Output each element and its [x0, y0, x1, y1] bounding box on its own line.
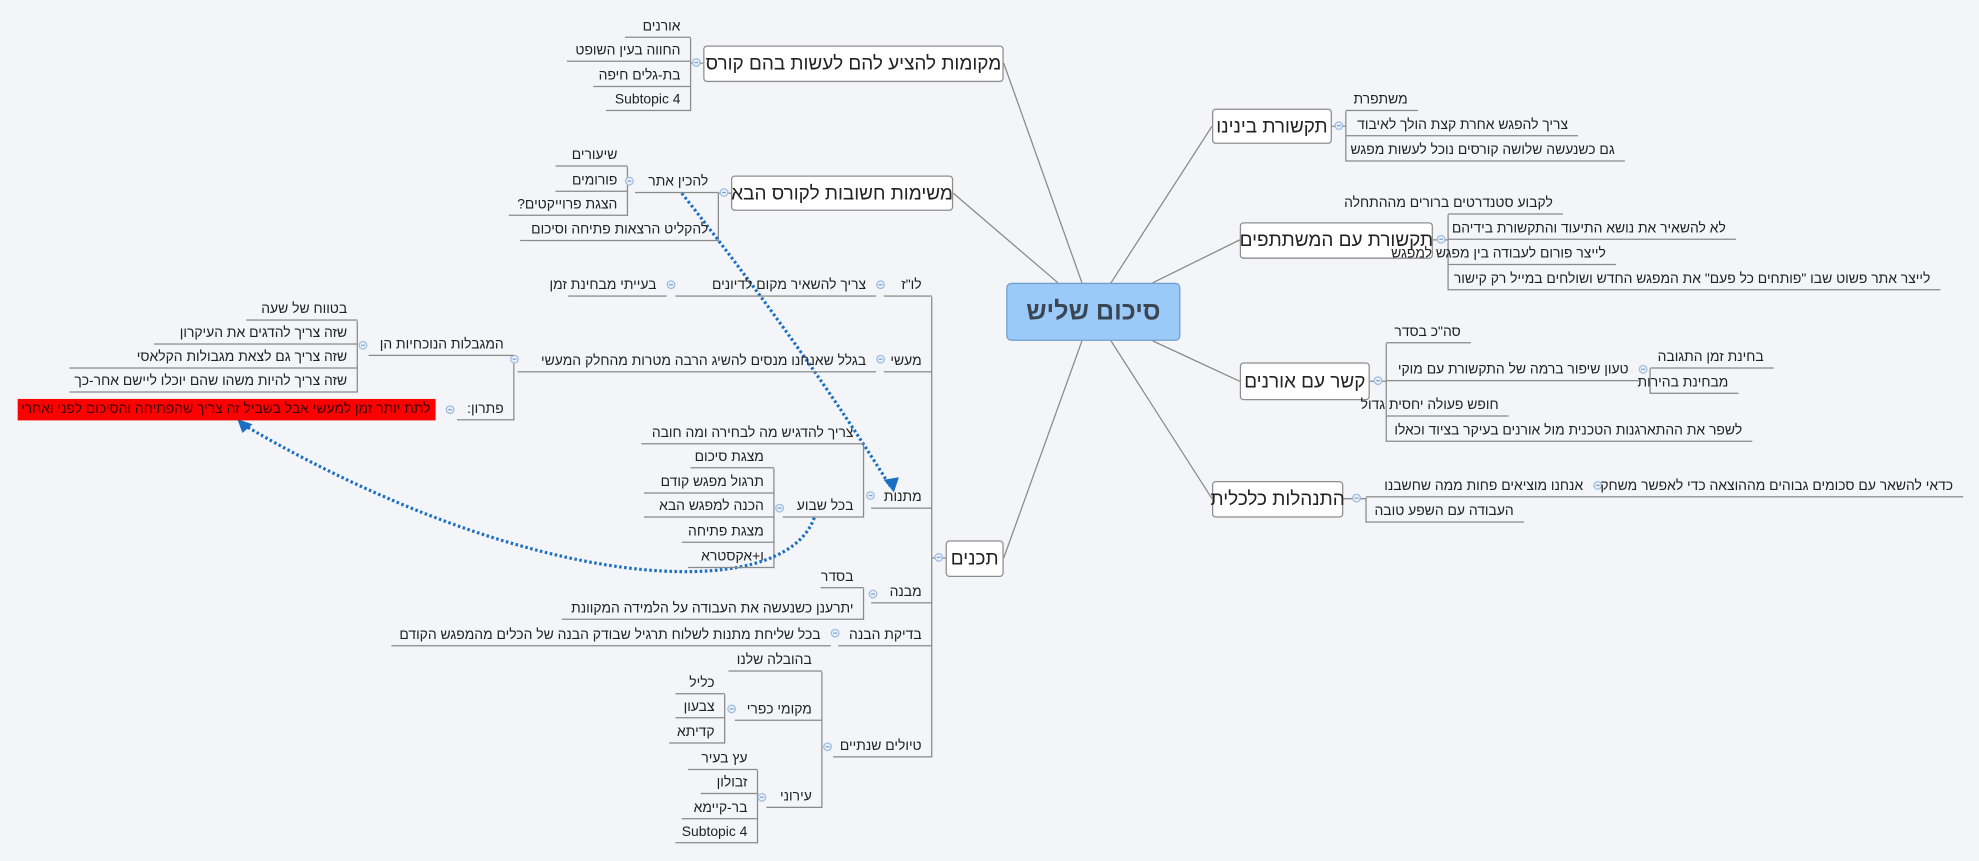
collapse-toggle[interactable] — [358, 340, 368, 350]
branch-financial-management[interactable]: התנהלות כלכלית — [1211, 481, 1345, 518]
collapse-toggle[interactable] — [510, 354, 519, 364]
subtopic[interactable]: בכל שבוע — [782, 496, 864, 518]
subtopic[interactable]: כליל — [675, 673, 725, 695]
subtopic[interactable]: מצגת סיכום — [690, 447, 774, 469]
subtopic[interactable]: בכל שליחת מתנות לשלוח תרגיל שבודק הבנה ש… — [391, 625, 831, 647]
collapse-toggle[interactable] — [1593, 481, 1603, 490]
subtopic[interactable]: בסדר — [820, 567, 864, 589]
branch-participants-communication[interactable]: תקשורת עם המשתתפים — [1240, 222, 1433, 259]
collapse-toggle[interactable] — [1373, 376, 1383, 386]
subtopic[interactable]: אורנים — [624, 16, 691, 38]
subtopic[interactable]: חופש פעולה יחסית גדול — [1361, 395, 1509, 417]
subtopic[interactable]: עירוני — [766, 787, 822, 808]
subtopic[interactable]: מקומי כפרי — [734, 699, 822, 721]
subtopic[interactable]: החווה בעין השופט — [566, 40, 691, 62]
subtopic[interactable]: אנחנו מוציאים פחות ממה שחשבנו — [1366, 476, 1594, 498]
branch-oranim-contact[interactable]: קשר עם אורנים — [1239, 362, 1370, 401]
subtopic[interactable]: Subtopic 4 — [606, 90, 691, 112]
subtopic[interactable]: גם כשנעשה שלושה קורסים נוכל לעשות מפגש — [1345, 140, 1625, 162]
subtopic-practical[interactable]: מעשי — [883, 351, 932, 373]
collapse-toggle[interactable] — [719, 188, 729, 197]
collapse-toggle[interactable] — [1352, 493, 1361, 503]
collapse-toggle[interactable] — [1638, 364, 1648, 374]
subtopic-annual-trips[interactable]: טיולים שנתיים — [833, 736, 932, 758]
relationship-arrow — [241, 422, 816, 574]
subtopic[interactable]: צריך להפגש אחרת קצת הולך לאיבוד — [1345, 115, 1579, 137]
subtopic[interactable]: קדיתא — [669, 722, 725, 744]
collapse-toggle[interactable] — [876, 354, 886, 364]
subtopic[interactable]: מבחינת בהירות — [1638, 372, 1739, 394]
collapse-toggle[interactable] — [823, 742, 832, 752]
subtopic[interactable]: טעון שיפור ברמה של התקשורת עם מוקי — [1386, 360, 1639, 382]
collapse-toggle[interactable] — [775, 503, 785, 513]
relationship-arrow — [680, 192, 892, 487]
central-topic[interactable]: סיכום שליש — [1006, 282, 1181, 341]
subtopic[interactable]: בר-קיימא — [681, 798, 758, 820]
collapse-toggle[interactable] — [727, 704, 737, 714]
subtopic[interactable]: סה"כ בסדר — [1386, 322, 1471, 344]
subtopic-gifts[interactable]: מתנות — [871, 487, 932, 509]
subtopic[interactable]: הצגת פרוייקטים? — [508, 194, 628, 216]
subtopic[interactable]: בגלל שאנחנו מנסים להשיג הרבה מטרות מהחלק… — [517, 351, 877, 373]
collapse-toggle[interactable] — [876, 280, 886, 290]
collapse-toggle[interactable] — [691, 58, 701, 67]
branch-course-locations[interactable]: מקומות להציע להם לעשות בהם קורס — [703, 45, 1004, 83]
collapse-toggle[interactable] — [934, 552, 944, 562]
branch-internal-communication[interactable]: תקשורת בינינו — [1212, 108, 1332, 144]
subtopic[interactable]: ו+אקסטרא — [688, 547, 774, 569]
subtopic[interactable]: כדאי להשאר עם סכומים גבוהים מההוצאה כדי … — [1593, 476, 1964, 498]
subtopic[interactable]: לייצר פורום לעבודה בין מפגש למפגש — [1391, 244, 1616, 266]
subtopic[interactable]: להקליט הרצאות פתיחה וסיכום — [520, 220, 719, 242]
subtopic[interactable]: בעייתי מבחינת זמן — [550, 275, 667, 297]
subtopic[interactable]: עץ בעיר — [688, 749, 758, 771]
collapse-toggle[interactable] — [1334, 121, 1344, 131]
subtopic[interactable]: מצגת פתיחה — [681, 521, 774, 543]
subtopic[interactable]: המגבלות הנוכחיות הן — [368, 335, 514, 357]
highlighted-subtopic[interactable]: לתת יותר זמן למעשי אבל בשביל זה צריך שהפ… — [17, 398, 436, 421]
subtopic[interactable]: צריך להשאיר מקום לדיונים — [675, 275, 877, 297]
subtopic[interactable]: משתפרת — [1345, 90, 1418, 112]
subtopic[interactable]: להכין אתר — [635, 172, 719, 194]
branch-contents[interactable]: תכנים — [945, 540, 1004, 577]
subtopic[interactable]: לקבוע סטנדרטים ברורים מההתחלה — [1344, 193, 1563, 215]
subtopic[interactable]: לא להשאיר את נושא התיעוד והתקשורת בידיהם — [1448, 218, 1736, 240]
subtopic[interactable]: צריך להדגיש מה לבחירה ומה חובה — [641, 423, 864, 445]
subtopic[interactable]: בחינת זמן התגובה — [1650, 347, 1774, 369]
collapse-toggle[interactable] — [866, 491, 875, 500]
subtopic[interactable]: לייצר אתר פשוט שבו "פותחים כל פעם" את המ… — [1448, 269, 1941, 291]
collapse-toggle[interactable] — [624, 176, 634, 186]
subtopic[interactable]: צבעון — [675, 697, 725, 719]
subtopic-schedule[interactable]: לו"ז — [883, 275, 932, 297]
subtopic[interactable]: זבולון — [700, 773, 758, 795]
subtopic[interactable]: שזה צריך להדגים את העיקרון — [154, 323, 358, 345]
subtopic[interactable]: בטווח של שעה — [246, 299, 358, 321]
branch-next-course-tasks[interactable]: משימות חשובות לקורס הבא — [730, 175, 954, 211]
subtopic[interactable]: תרגול מפגש קודם — [643, 472, 774, 494]
subtopic[interactable]: לשפר את ההתארגנות הטכנית מול אורנים בעיק… — [1386, 420, 1753, 442]
subtopic[interactable]: הכנה למפגש הבא — [643, 496, 774, 518]
subtopic[interactable]: העבודה עם השפע טובה — [1366, 501, 1524, 523]
subtopic[interactable]: בת-גלים חיפה — [593, 66, 691, 88]
subtopic[interactable]: יתרענן כשנעשה את העבודה על הלמידה המקוונ… — [561, 598, 864, 620]
subtopic-structure[interactable]: מבנה — [871, 582, 932, 604]
subtopic[interactable]: Subtopic 4 — [675, 822, 758, 844]
collapse-toggle[interactable] — [757, 792, 767, 802]
subtopic-comprehension-check[interactable]: בדיקת הבנה — [838, 625, 932, 647]
collapse-toggle[interactable] — [868, 589, 878, 599]
collapse-toggle[interactable] — [666, 280, 676, 290]
collapse-toggle[interactable] — [1436, 234, 1446, 244]
collapse-toggle[interactable] — [830, 628, 840, 638]
subtopic[interactable]: בהובלה שלנו — [728, 650, 822, 672]
subtopic-solution[interactable]: פתרון: — [457, 399, 514, 421]
subtopic[interactable]: שיעורים — [555, 145, 628, 167]
subtopic[interactable]: שזה צריך להיות משהו שהם יוכלו ליישם אחר-… — [69, 371, 358, 393]
subtopic[interactable]: פורומים — [555, 170, 628, 192]
collapse-toggle[interactable] — [445, 405, 455, 415]
subtopic[interactable]: שזה צריך גם לצאת מגבולות הקלאסי — [69, 347, 358, 369]
